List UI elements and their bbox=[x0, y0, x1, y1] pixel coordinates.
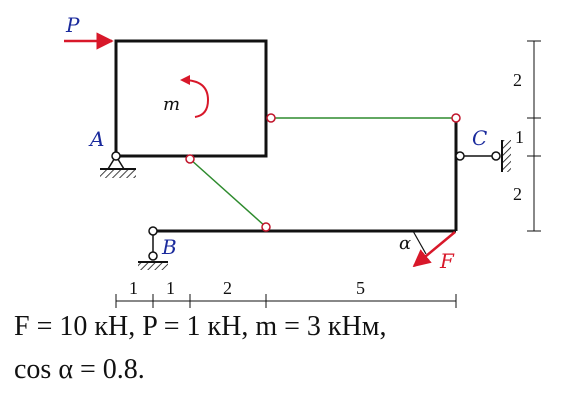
force-F: α F bbox=[399, 230, 456, 273]
force-P: P bbox=[64, 13, 114, 50]
hinge-plate-bottom bbox=[185, 154, 195, 164]
bottom-dimensions: 1 1 2 5 bbox=[115, 278, 457, 308]
force-F-label: F bbox=[439, 249, 455, 273]
support-A-label: A bbox=[88, 127, 104, 151]
support-C-label: C bbox=[472, 126, 487, 150]
given-values-line1: F = 10 кН, P = 1 кН, m = 3 кНм, bbox=[14, 311, 387, 342]
hinge-beam bbox=[261, 222, 271, 232]
rod-diagonal bbox=[189, 158, 267, 228]
moment-m: m bbox=[163, 75, 210, 118]
given-values-line2: cos α = 0.8. bbox=[14, 354, 145, 385]
support-B-label: B bbox=[161, 235, 177, 259]
dim-bottom-3: 2 bbox=[223, 278, 232, 298]
dim-bottom-1: 1 bbox=[129, 278, 138, 298]
dim-right-2: 1 bbox=[515, 127, 524, 147]
statics-diagram: P m A B C bbox=[64, 13, 541, 308]
angle-alpha-label: α bbox=[399, 233, 411, 254]
hinge-plate-right bbox=[266, 113, 276, 123]
force-P-label: P bbox=[65, 13, 80, 37]
right-dimensions: 2 1 2 bbox=[513, 40, 541, 232]
plate-body bbox=[114, 39, 268, 158]
moment-m-label: m bbox=[163, 94, 180, 115]
dim-right-3: 2 bbox=[513, 184, 522, 204]
support-B: B bbox=[138, 226, 177, 270]
support-A: A bbox=[88, 127, 136, 178]
dim-right-1: 2 bbox=[513, 70, 522, 90]
dim-bottom-2: 1 bbox=[166, 278, 175, 298]
hinge-post-top bbox=[451, 113, 461, 123]
support-C: C bbox=[455, 126, 511, 172]
dim-bottom-4: 5 bbox=[356, 278, 365, 298]
